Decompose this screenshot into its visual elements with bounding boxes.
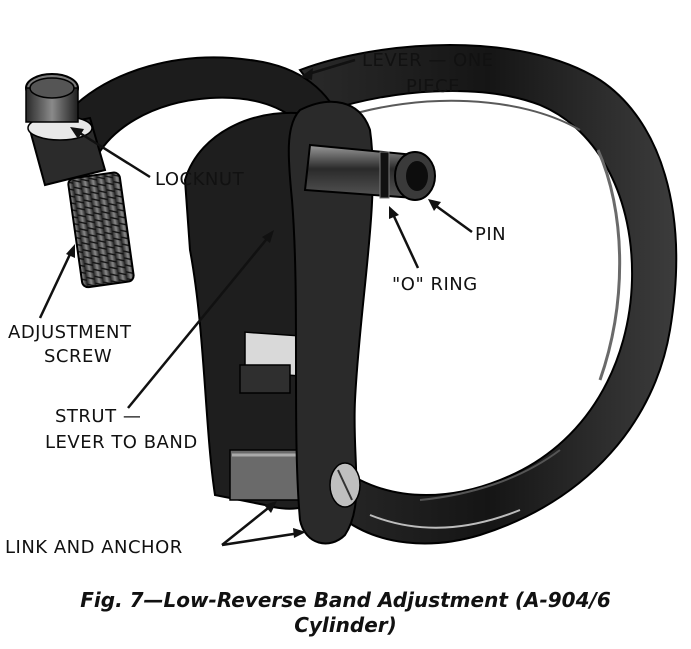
figure-caption: Fig. 7—Low-Reverse Band Adjustment (A-90… (80, 588, 611, 612)
label-strut-line2: LEVER TO BAND (45, 432, 198, 453)
label-adjustment: ADJUSTMENT (8, 322, 132, 343)
label-pin: PIN (475, 224, 506, 245)
leader-lines (38, 58, 473, 547)
label-lever: LEVER — ONE (362, 50, 494, 71)
adjustment-screw (67, 171, 135, 289)
pin (303, 143, 436, 201)
band (298, 44, 678, 545)
label-lever-line2: PIECE (406, 76, 460, 97)
label-o-ring: "O" RING (392, 274, 478, 295)
label-adjustment-line2: SCREW (44, 346, 112, 367)
callout-labels: LEVER — ONE PIECE LOCKNUT PIN "O" RING A… (5, 50, 506, 558)
o-ring (379, 151, 390, 199)
label-link-anchor: LINK AND ANCHOR (5, 537, 183, 558)
label-locknut: LOCKNUT (155, 169, 245, 190)
label-strut: STRUT — (55, 406, 141, 427)
figure-caption-line2: Cylinder) (294, 613, 397, 637)
